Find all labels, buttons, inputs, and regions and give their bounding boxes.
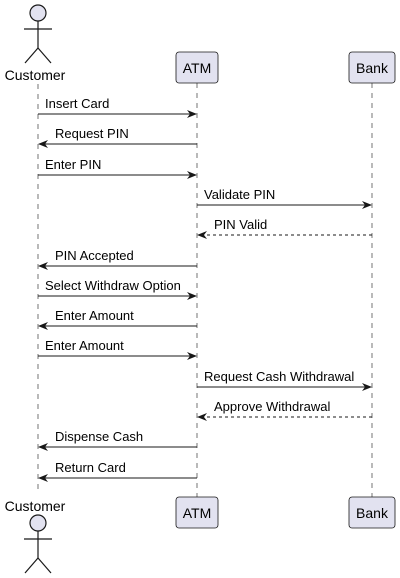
message-label: Enter Amount xyxy=(45,338,124,353)
participant-label-bank: Bank xyxy=(356,60,389,76)
participant-box-atm-bottom: ATM xyxy=(175,496,219,529)
message-11: Approve Withdrawal xyxy=(197,399,372,421)
message-label: Dispense Cash xyxy=(55,429,143,444)
message-label: Select Withdraw Option xyxy=(45,278,181,293)
message-label: PIN Valid xyxy=(214,217,267,232)
actor-leg-left xyxy=(24,557,39,574)
message-label: Insert Card xyxy=(45,96,109,111)
message-2: Request PIN xyxy=(38,126,197,148)
participant-rect xyxy=(348,496,396,529)
participant-box-bank-bottom: Bank xyxy=(348,496,396,529)
participant-label-customer: Customer xyxy=(5,67,66,83)
message-3: Enter PIN xyxy=(38,157,197,179)
message-label: Enter Amount xyxy=(55,308,134,323)
participant-label-customer: Customer xyxy=(5,498,66,514)
message-label: Enter PIN xyxy=(45,157,101,172)
participant-rect xyxy=(348,51,396,84)
message-12: Dispense Cash xyxy=(38,429,197,451)
participant-box-atm-top: ATM xyxy=(175,51,219,84)
actor-customer-bottom: Customer xyxy=(5,498,66,574)
participant-label-atm: ATM xyxy=(183,505,212,521)
participant-rect xyxy=(175,496,219,529)
message-label: Validate PIN xyxy=(204,187,275,202)
message-8: Enter Amount xyxy=(38,308,197,330)
message-6: PIN Accepted xyxy=(38,248,197,270)
message-9: Enter Amount xyxy=(38,338,197,360)
message-label: Approve Withdrawal xyxy=(214,399,330,414)
message-label: Request Cash Withdrawal xyxy=(204,369,354,384)
message-label: PIN Accepted xyxy=(55,248,134,263)
message-13: Return Card xyxy=(38,460,197,482)
message-7: Select Withdraw Option xyxy=(38,278,197,300)
participant-box-bank-top: Bank xyxy=(348,51,396,84)
participant-label-atm: ATM xyxy=(183,60,212,76)
message-4: Validate PIN xyxy=(197,187,372,209)
message-label: Return Card xyxy=(55,460,126,475)
message-5: PIN Valid xyxy=(197,217,372,239)
actor-customer-top: Customer xyxy=(5,4,66,83)
participant-label-bank: Bank xyxy=(356,505,389,521)
actor-head xyxy=(29,514,47,532)
actor-leg-right xyxy=(37,47,52,64)
message-1: Insert Card xyxy=(38,96,197,118)
participant-rect xyxy=(175,51,219,84)
actor-leg-right xyxy=(37,557,52,574)
actor-leg-left xyxy=(24,47,39,64)
actor-head xyxy=(29,4,47,22)
message-label: Request PIN xyxy=(55,126,129,141)
message-10: Request Cash Withdrawal xyxy=(197,369,372,391)
